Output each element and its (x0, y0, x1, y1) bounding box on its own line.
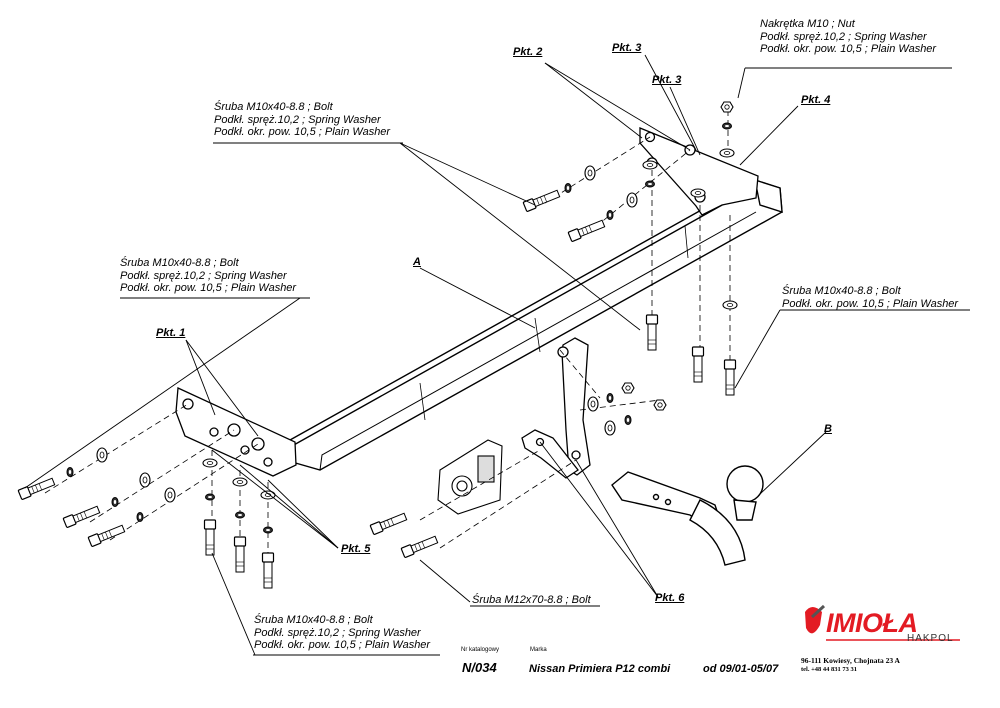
model-name: Nissan Primiera P12 combi (529, 663, 671, 675)
bolt-top-2 (567, 218, 606, 243)
label-part-b: B (824, 423, 832, 435)
imiola-logo-emblem (805, 604, 960, 641)
callout-bolt-right: Śruba M10x40-8.8 ; Bolt Podkł. okr. pow.… (782, 285, 958, 310)
make-caption: Marka (530, 647, 547, 653)
label-pkt5: Pkt. 5 (341, 543, 371, 555)
bolt-top-1 (522, 188, 561, 213)
center-plate (521, 337, 591, 479)
callout-line: Podkł. spręż.10,2 ; Spring Washer (760, 30, 927, 43)
callout-line: Śruba M10x40-8.8 ; Bolt (214, 101, 333, 113)
callout-line: Podkł. okr. pow. 10,5 ; Plain Washer (760, 43, 937, 55)
company-address: 96-111 Kowiesy, Chojnata 23 A (801, 656, 900, 665)
label-pkt1: Pkt. 1 (156, 327, 186, 339)
callout-bolt-left: Śruba M10x40-8.8 ; Bolt Podkł. spręż.10,… (120, 257, 296, 295)
label-pkt3b: Pkt. 3 (652, 74, 682, 86)
bolt-m12-1 (369, 511, 408, 536)
callout-line: Podkł. okr. pow. 10,5 ; Plain Washer (782, 297, 959, 310)
bolt-left-3 (87, 523, 126, 548)
model-years: od 09/01-05/07 (703, 663, 779, 675)
callout-line: Podkł. spręż.10,2 ; Spring Washer (214, 113, 381, 126)
brand-sub-text: HAKPOL (907, 633, 954, 644)
crossbar-a (289, 178, 783, 471)
callout-line: Podkł. okr. pow. 10,5 ; Plain Washer (254, 639, 431, 651)
ball-hook-b (611, 465, 764, 566)
company-phone: tel. +48 44 831 73 31 (801, 666, 858, 673)
label-pkt4: Pkt. 4 (801, 94, 831, 106)
callout-line: Podkł. spręż.10,2 ; Spring Washer (254, 626, 421, 639)
catalog-number: N/034 (462, 660, 497, 675)
callout-line: Podkł. okr. pow. 10,5 ; Plain Washer (214, 126, 391, 138)
label-pkt3a: Pkt. 3 (612, 42, 642, 54)
label-pkt6: Pkt. 6 (655, 592, 685, 604)
callout-line: Śruba M10x40-8.8 ; Bolt (120, 257, 239, 269)
callout-bolt-top: Śruba M10x40-8.8 ; Bolt Podkł. spręż.10,… (214, 101, 390, 139)
callout-line: Śruba M10x40-8.8 ; Bolt (254, 614, 373, 626)
catalog-caption: Nr katalogowy (461, 647, 500, 653)
socket-plate (437, 439, 503, 515)
callout-line: Śruba M10x40-8.8 ; Bolt (782, 285, 901, 297)
callout-bolt-m12: Śruba M12x70-8.8 ; Bolt (472, 594, 591, 606)
callout-line: Nakrętka M10 ; Nut (760, 18, 855, 30)
bolt-left-2 (62, 504, 101, 529)
callout-nut-top: Nakrętka M10 ; Nut Podkł. spręż.10,2 ; S… (760, 18, 936, 56)
callout-bolt-bottom: Śruba M10x40-8.8 ; Bolt Podkł. spręż.10,… (254, 614, 430, 652)
left-bracket (175, 387, 297, 477)
brand-logo-text: IMIOŁA (826, 608, 918, 638)
label-pkt2: Pkt. 2 (513, 46, 543, 58)
label-part-a: A (413, 256, 421, 268)
bolt-m12-2 (400, 534, 439, 559)
callout-line: Podkł. spręż.10,2 ; Spring Washer (120, 269, 287, 282)
callout-line: Podkł. okr. pow. 10,5 ; Plain Washer (120, 282, 297, 294)
